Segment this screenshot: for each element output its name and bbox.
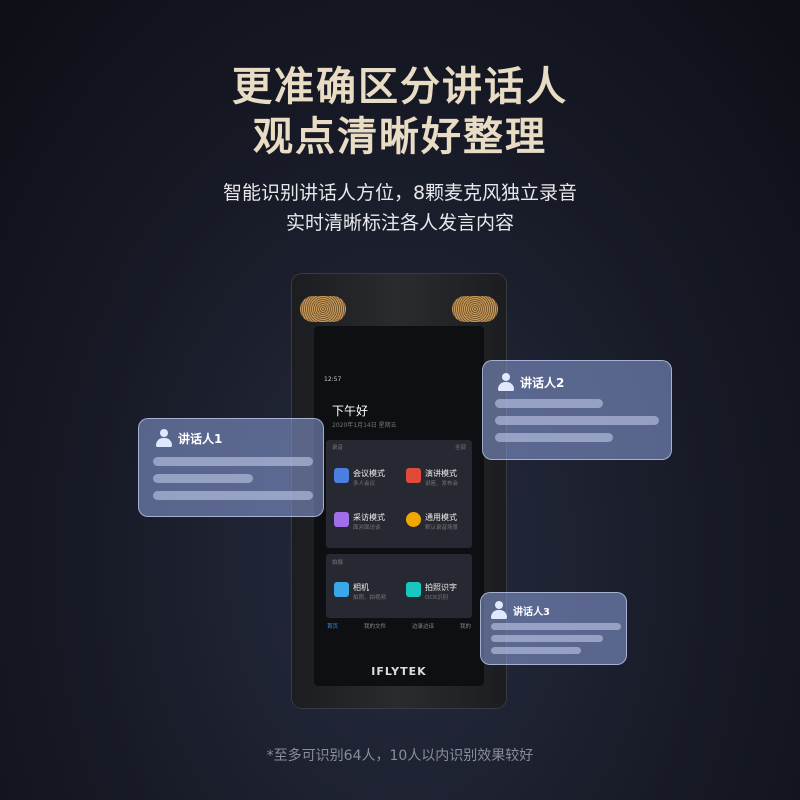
text-placeholder-line (495, 399, 603, 408)
microphone-grille (300, 296, 346, 322)
scan-icon (406, 582, 421, 597)
record-section-label: 录音 (332, 445, 344, 451)
voice-recorder-device: 12:57 下午好 2020年1月14日 星期五 录音 全部 会议模式多人会议 … (292, 274, 506, 708)
text-placeholder-line (491, 635, 603, 642)
headline: 更准确区分讲话人观点清晰好整理 (232, 64, 568, 160)
waveform-icon (406, 512, 421, 527)
text-placeholder-line (153, 457, 313, 466)
mode-general[interactable]: 通用模式默认录音场景 (406, 512, 458, 531)
brand-logo: IFLYTEK (371, 665, 427, 678)
text-placeholder-line (491, 623, 621, 630)
text-placeholder-line (495, 433, 613, 442)
meeting-icon (334, 468, 349, 483)
status-time: 12:57 (324, 376, 342, 383)
greeting: 下午好 (332, 404, 369, 418)
mode-meeting[interactable]: 会议模式多人会议 (334, 468, 385, 487)
nav-files[interactable]: 我的文件 (363, 624, 386, 630)
user-icon (490, 601, 508, 619)
nav-me[interactable]: 我的 (459, 624, 471, 630)
footnote: *至多可识别64人，10人以内识别效果较好 (266, 748, 534, 764)
podium-icon (406, 468, 421, 483)
subtitle: 智能识别讲话人方位，8颗麦克风独立录音实时清晰标注各人发言内容 (222, 182, 578, 234)
nav-translate[interactable]: 边录边译 (411, 624, 434, 630)
show-all-link[interactable]: 全部 (454, 445, 466, 451)
device-screen: 12:57 下午好 2020年1月14日 星期五 录音 全部 会议模式多人会议 … (314, 326, 484, 686)
microphone-grille (452, 296, 498, 322)
mode-interview[interactable]: 采访模式面对面访谈 (334, 512, 385, 531)
text-placeholder-line (153, 491, 313, 500)
shoot-section-label: 拍摄 (332, 560, 344, 566)
speaker-bubble-2: 讲话人2 (482, 360, 672, 460)
text-placeholder-line (153, 474, 253, 483)
speaker-bubble-3: 讲话人3 (480, 592, 627, 665)
user-icon (497, 373, 515, 391)
bottom-nav: 首页 我的文件 边录边译 我的 (314, 622, 484, 630)
microphone-icon (334, 512, 349, 527)
record-card: 录音 全部 会议模式多人会议 演讲模式讲座、发布会 采访模式面对面访谈 通用模式… (326, 440, 472, 548)
speaker-bubble-1: 讲话人1 (138, 418, 324, 517)
text-placeholder-line (491, 647, 581, 654)
camera-icon (334, 582, 349, 597)
date: 2020年1月14日 星期五 (332, 422, 397, 429)
text-placeholder-line (495, 416, 659, 425)
mode-speech[interactable]: 演讲模式讲座、发布会 (406, 468, 458, 487)
nav-home[interactable]: 首页 (326, 624, 338, 630)
user-icon (155, 429, 173, 447)
mode-camera[interactable]: 相机拍照、拍视频 (334, 582, 386, 601)
